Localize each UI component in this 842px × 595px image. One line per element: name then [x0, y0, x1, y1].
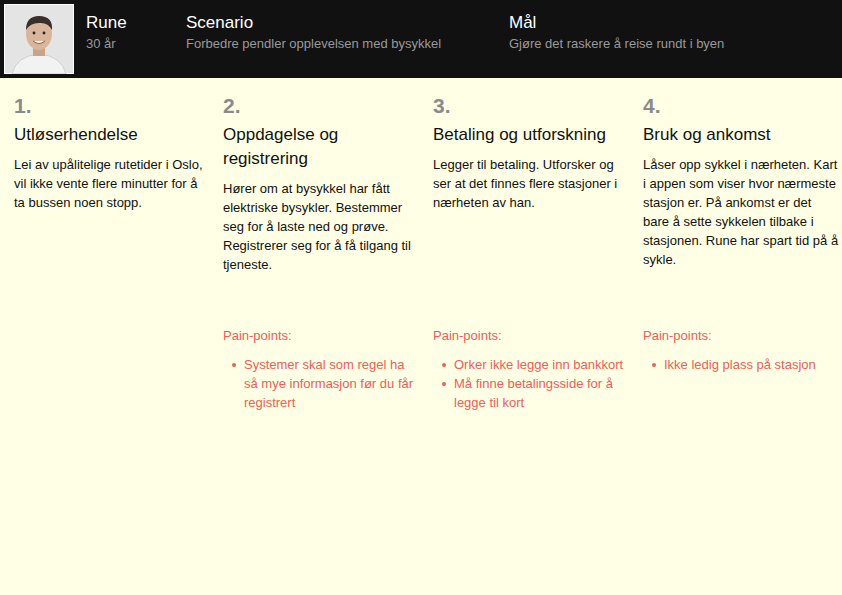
bullet-item: Ikke ledig plass på stasjon	[643, 355, 839, 374]
pain-point-item: Må finne betalingsside for å legge til k…	[454, 374, 629, 412]
step-number: 3.	[433, 93, 629, 119]
step-description: Legger til betaling. Utforsker og ser at…	[433, 155, 629, 212]
step-heading: Oppdagelse og registrering	[223, 123, 419, 171]
step-description: Hører om at bysykkel har fått elektriske…	[223, 179, 419, 274]
stage-flow: 2. Oppdagelse og registreringHører om at …	[223, 93, 419, 274]
step-number: 1.	[14, 93, 210, 119]
stage-column: 3. Betaling og utforskningLegger til beta…	[433, 0, 629, 595]
bullet-item: Må finne betalingsside for å legge til k…	[433, 374, 629, 412]
stage-flow: 3. Betaling og utforskningLegger til beta…	[433, 93, 629, 212]
pain-points-heading: Pain-points:	[643, 326, 839, 345]
persona-name: Rune	[86, 13, 127, 33]
bullet-item: Systemer skal som regel ha så mye inform…	[223, 355, 419, 412]
pain-list: Pain-points: Systemer skal som regel ha s…	[223, 326, 419, 412]
stage-flow: 4. Bruk og ankomstLåser opp sykkel i nærh…	[643, 93, 839, 269]
bullet-dot	[232, 363, 236, 367]
header-band: Rune 30 år ScenarioForbedre pendler opplev…	[0, 0, 842, 78]
stage-column: 2. Oppdagelse og registreringHører om at …	[223, 0, 419, 595]
step-number: 4.	[643, 93, 839, 119]
section-heading: Mål	[509, 13, 536, 33]
pain-point-item: Ikke ledig plass på stasjon	[664, 355, 839, 374]
step-description: Låser opp sykkel i nærheten. Kart i appe…	[643, 155, 839, 269]
bullet-dot	[652, 363, 656, 367]
stage-flow: 1. UtløserhendelseLei av upålitelige rute…	[14, 93, 210, 212]
pain-point-item: Systemer skal som regel ha så mye inform…	[244, 355, 419, 412]
bullet-item: Orker ikke legge inn bankkort	[433, 355, 629, 374]
step-heading: Bruk og ankomst	[643, 123, 839, 147]
stage-column: 1. UtløserhendelseLei av upålitelige rute…	[14, 0, 210, 595]
persona-age: 30 år	[86, 36, 116, 51]
stage-column: 4. Bruk og ankomstLåser opp sykkel i nærh…	[643, 0, 839, 595]
step-number: 2.	[223, 93, 419, 119]
pain-points-heading: Pain-points:	[433, 326, 629, 345]
pain-points-heading: Pain-points:	[223, 326, 419, 345]
section-heading: Scenario	[186, 13, 253, 33]
bullet-dot	[442, 382, 446, 386]
goal-text: Gjøre det raskere å reise rundt i byen	[509, 36, 724, 51]
pain-list: Pain-points: Ikke ledig plass på stasjon	[643, 326, 839, 374]
step-description: Lei av upålitelige rutetider i Oslo, vil…	[14, 155, 210, 212]
pain-list: Pain-points: Orker ikke legge inn bankkor…	[433, 326, 629, 412]
step-heading: Betaling og utforskning	[433, 123, 629, 147]
avatar-photo	[4, 4, 74, 74]
pain-point-item: Orker ikke legge inn bankkort	[454, 355, 629, 374]
scenario-text: Forbedre pendler opplevelsen med bysykke…	[186, 36, 441, 51]
bullet-dot	[442, 363, 446, 367]
step-heading: Utløserhendelse	[14, 123, 210, 147]
